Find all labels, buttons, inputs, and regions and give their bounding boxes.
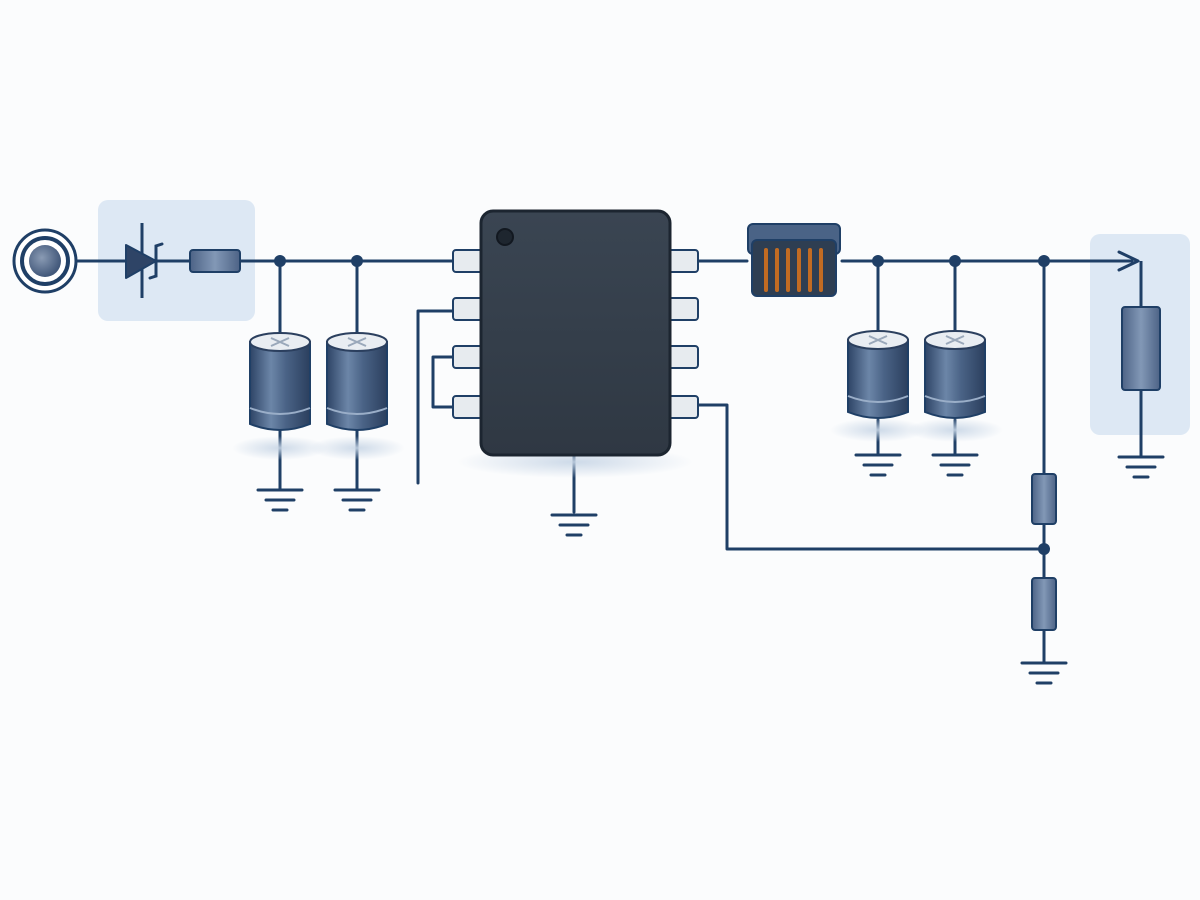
ground-icon [931,453,979,477]
ground-icon [1117,455,1165,479]
tvs-diode-icon [125,223,164,298]
output-capacitor-2 [907,330,1003,442]
electrolytic-capacitor-icon [249,332,311,431]
input-resistor-icon [189,249,241,273]
feedback-resistor-bottom [1031,577,1057,631]
electrolytic-capacitor-icon [326,332,388,431]
ic-right-pins [667,249,699,419]
input-capacitor-1 [232,332,328,460]
electrolytic-capacitor-icon [847,330,909,419]
resistor-icon [1031,577,1057,631]
load-resistor-icon [1121,306,1161,391]
ic-left-pins [452,249,484,419]
input-capacitor-2 [309,332,405,460]
ground-icon [550,513,598,537]
ic-chip-icon [479,209,672,457]
wires [74,259,1143,665]
arrow-right-icon [1117,250,1140,272]
ground-icon [333,488,381,512]
ic-pin1-marker [496,228,514,246]
resistor-icon [1031,473,1057,525]
feedback-resistor-top [1031,473,1057,525]
regulator-ic [452,209,699,478]
electrolytic-capacitor-icon [924,330,986,419]
input-jack-icon [12,228,78,294]
inductor-icon [747,223,841,297]
ground-symbols [256,453,1165,685]
ground-icon [1020,661,1068,685]
output-capacitor-1 [830,330,926,442]
ground-icon [256,488,304,512]
ground-icon [854,453,902,477]
junction-dots [274,255,1050,555]
